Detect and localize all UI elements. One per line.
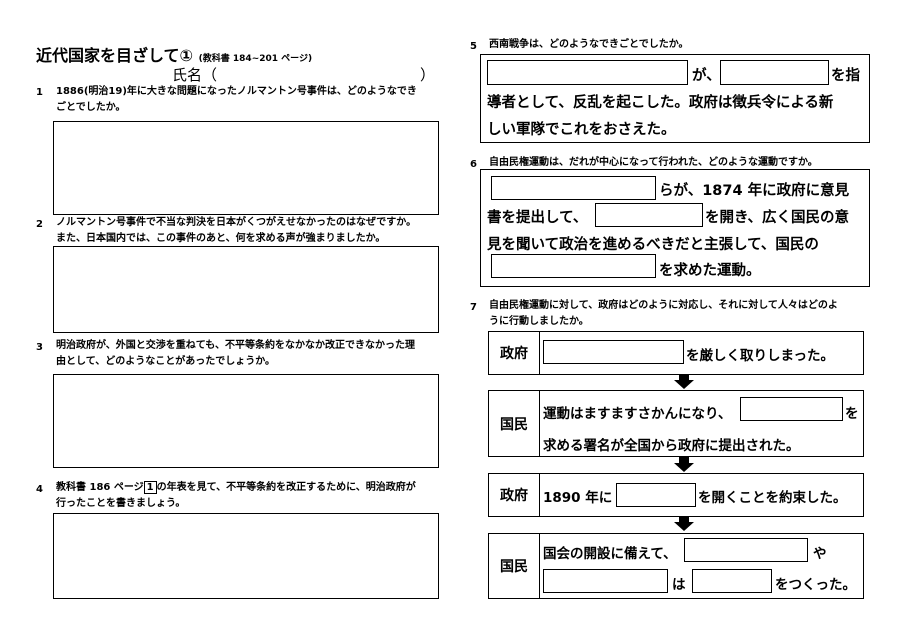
q7-step1-text: を厳しく取りしまった。 — [686, 348, 834, 364]
q7-step4-blank-1[interactable] — [684, 538, 808, 562]
q7-step4-blank-2[interactable] — [543, 569, 668, 593]
q5-blank-2[interactable] — [720, 60, 829, 85]
q5-line3: しい軍隊でこれをおさえた。 — [487, 122, 676, 138]
q1-line2: ごとでしたか。 — [56, 102, 126, 113]
q6-line2a: 書を提出して、 — [487, 210, 588, 226]
q1-line1: 1886(明治19)年に大きな問題になったノルマントン号事件は、どのようなでき — [56, 86, 417, 97]
q5-ga: が、 — [692, 68, 721, 84]
q2-line1: ノルマントン号事件で不当な判決を日本がくつがえせなかったのはなぜですか。 — [56, 217, 417, 228]
q4-number: 4 — [36, 484, 43, 495]
q7-line1: 自由民権運動に対して、政府はどのように対応し、それに対して人々はどのよ — [489, 300, 838, 311]
arrow-down-icon — [679, 457, 689, 463]
q2-number: 2 — [36, 219, 43, 230]
q7-step4-end: をつくった。 — [775, 577, 856, 593]
q7-step1-label: 政府 — [489, 332, 540, 374]
textbook-reference: (教科書 184~201 ページ) — [198, 54, 313, 64]
q7-number: 7 — [470, 302, 477, 313]
q5-wo: を指 — [831, 68, 860, 84]
q5-question: 西南戦争は、どのようなできごとでしたか。 — [489, 39, 689, 50]
q5-line2: 導者として、反乱を起こした。政府は徴兵令による新 — [487, 95, 834, 111]
q6-blank-2[interactable] — [595, 203, 703, 227]
q7-step4-ya: や — [813, 546, 827, 562]
q1-question: 1886(明治19)年に大きな問題になったノルマントン号事件は、どのようなでき … — [56, 84, 446, 116]
q2-answer-box[interactable] — [53, 246, 439, 333]
q7-step3-b: を開くことを約束した。 — [698, 490, 847, 506]
q3-answer-box[interactable] — [53, 374, 439, 468]
q7-line2: うに行動しましたか。 — [489, 316, 589, 327]
name-close-paren: ） — [420, 66, 436, 84]
q6-blank-3[interactable] — [491, 254, 656, 278]
q7-question: 自由民権運動に対して、政府はどのように対応し、それに対して人々はどのよ うに行動… — [489, 298, 879, 330]
name-field[interactable]: 氏名（ — [172, 64, 217, 85]
arrow-down-icon — [674, 522, 694, 531]
arrow-down-icon — [679, 516, 689, 522]
q4-line2: 行ったことを書きましょう。 — [56, 498, 186, 509]
q5-number: 5 — [470, 41, 477, 52]
q3-line2: 由として、どのようなことがあったでしょうか。 — [56, 356, 275, 367]
arrow-down-icon — [674, 380, 694, 389]
page-title: 近代国家を目ざして① (教科書 184~201 ページ) — [36, 42, 312, 66]
q4-line1-end: の年表を見て、不平等条約を改正するために、明治政府が — [156, 482, 416, 493]
q6-blank-1[interactable] — [491, 176, 656, 200]
q4-boxed-number: 1 — [143, 481, 157, 494]
q6-question: 自由民権運動は、だれが中心になって行われた、どのような運動ですか。 — [489, 157, 818, 168]
q1-answer-box[interactable] — [53, 121, 439, 215]
q3-question: 明治政府が、外国と交渉を重ねても、不平等条約をなかなか改正できなかった理 由とし… — [56, 338, 446, 370]
q7-step2-label: 国民 — [489, 391, 540, 456]
q6-line1: らが、1874 年に政府に意見 — [659, 183, 850, 199]
q7-step2-blank[interactable] — [740, 397, 843, 421]
q3-line1: 明治政府が、外国と交渉を重ねても、不平等条約をなかなか改正できなかった理 — [56, 340, 415, 351]
arrow-down-icon — [674, 463, 694, 472]
q2-line2: また、日本国内では、この事件のあと、何を求める声が強まりましたか。 — [56, 233, 386, 244]
q7-step1-blank[interactable] — [543, 340, 684, 364]
q7-step1-box: 政府 — [488, 331, 864, 375]
q7-step4-line1: 国会の開設に備えて、 — [543, 546, 677, 562]
q3-number: 3 — [36, 342, 43, 353]
q7-step3-label: 政府 — [489, 474, 540, 516]
q7-step4-blank-3[interactable] — [692, 569, 772, 593]
q7-step3-blank[interactable] — [616, 483, 696, 507]
q6-number: 6 — [470, 159, 477, 170]
q6-line4: を求めた運動。 — [659, 263, 761, 279]
arrow-down-icon — [679, 374, 689, 380]
q4-line1-start: 教科書 186 ページ — [56, 482, 144, 493]
q1-number: 1 — [36, 87, 43, 98]
q7-step2-line1: 運動はますますさかんになり、 — [543, 406, 732, 422]
q7-step2-line2: 求める署名が全国から政府に提出された。 — [543, 438, 800, 454]
q7-step3-a: 1890 年に — [543, 490, 613, 506]
q6-line3: 見を聞いて政治を進めるべきだと主張して、国民の — [487, 237, 819, 253]
q5-blank-1[interactable] — [487, 60, 688, 85]
q7-step4-ha: は — [672, 577, 686, 593]
q7-step2-wo: を — [845, 406, 859, 422]
q4-answer-box[interactable] — [53, 513, 439, 599]
q6-line2b: を開き、広く国民の意 — [705, 210, 849, 226]
q2-question: ノルマントン号事件で不当な判決を日本がくつがえせなかったのはなぜですか。 また、… — [56, 215, 446, 247]
title-text: 近代国家を目ざして① — [36, 46, 194, 65]
name-label: 氏名（ — [172, 66, 218, 84]
q7-step4-label: 国民 — [489, 534, 540, 598]
